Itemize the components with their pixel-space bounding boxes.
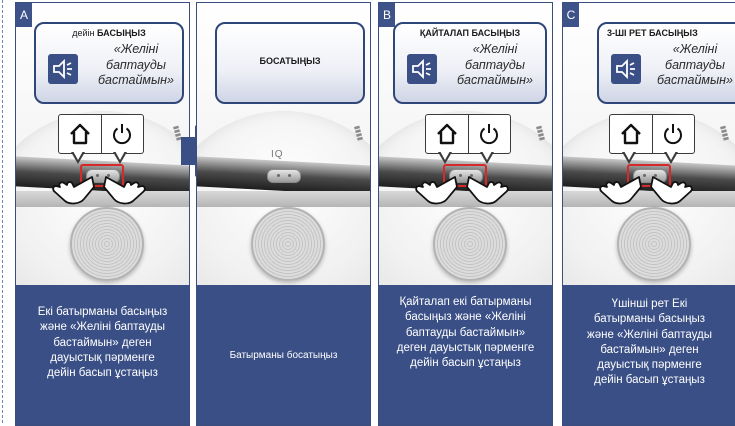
button-icon-panel [425,114,511,154]
robot-dial [617,207,691,281]
callout-title: дейін БАСЫҢЫЗ [72,28,146,38]
voice-prompt-text: «Желіні баптауды бастаймын» [456,42,533,88]
power-icon [651,115,695,153]
robot-dial [70,207,144,281]
home-icon [59,115,101,153]
button-highlight [627,164,671,187]
pointing-hand-icon [466,176,509,205]
step-description: Батырманы босатыңыз [197,285,370,425]
pointing-hand-icon [599,176,642,205]
step-description: Қайталап екі батырманы басыңыз және «Жел… [379,285,552,425]
step-panel-a: ▮▮▮▮ дейін БАСЫҢЫЗ «Желіні баптауды баст… [15,2,190,426]
button-highlight [80,164,124,187]
step-description: Екі батырманы басыңыз және «Желіні бапта… [16,285,189,425]
instruction-callout: ҚАЙТАЛАП БАСЫҢЫЗ «Желіні баптауды бастай… [393,22,547,104]
step-label: C [563,3,579,27]
voice-prompt-text: «Желіні баптауды бастаймын» [97,42,174,88]
step-description: Үшінші рет Екі батырманы басыңыз және «Ж… [563,285,735,425]
pointing-hand-icon [103,176,146,205]
home-icon [610,115,652,153]
speaker-icon [48,54,78,84]
button-highlight [443,164,487,187]
callout-title: ҚАЙТАЛАП БАСЫҢЫЗ [419,28,521,38]
speaker-icon [611,54,641,84]
robot-dial [433,207,507,281]
home-icon [426,115,468,153]
step-label: A [16,3,32,27]
callout-title: БОСАТЫҢЫЗ [259,56,321,66]
button-icon-panel [58,114,144,154]
pointing-hand-icon [415,176,458,205]
step-panel-c: ▮▮▮▮ 3-ШІ РЕТ БАСЫҢЫЗ «Желіні баптауды б… [562,2,735,426]
power-icon [100,115,144,153]
instruction-callout: дейін БАСЫҢЫЗ «Желіні баптауды бастаймын… [34,22,184,104]
power-icon [467,115,511,153]
speaker-icon [407,54,437,84]
instruction-callout: БОСАТЫҢЫЗ [215,22,365,104]
button-icon-panel [609,114,695,154]
robot-logo: IQ [271,149,284,160]
step-label: B [379,3,395,27]
pointing-hand-icon [52,176,95,205]
instruction-callout: 3-ШІ РЕТ БАСЫҢЫЗ «Желіні баптауды бастай… [597,22,735,104]
dashed-guide-line [2,0,3,423]
voice-prompt-text: «Желіні баптауды бастаймын» [656,42,733,88]
pointing-hand-icon [650,176,693,205]
robot-dial [251,207,325,281]
callout-title: 3-ШІ РЕТ БАСЫҢЫЗ [607,28,698,38]
step-panel-release: IQ ▮▮▮▮ БОСАТЫҢЫЗ Батырманы босатыңыз [196,2,371,426]
step-panel-b: ▮▮▮▮ ҚАЙТАЛАП БАСЫҢЫЗ «Желіні баптауды б… [378,2,553,426]
